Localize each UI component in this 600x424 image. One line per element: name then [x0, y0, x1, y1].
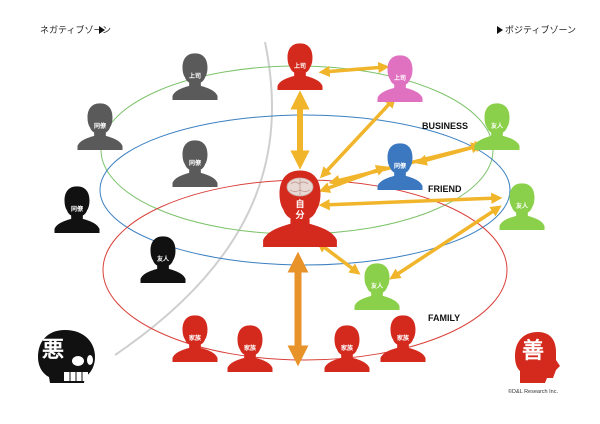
svg-text:上司: 上司 [394, 74, 406, 82]
negative-zone-label: ネガティブゾーン [40, 24, 111, 36]
self-label-top: 自 [295, 198, 304, 210]
svg-text:上司: 上司 [189, 72, 201, 80]
good-symbol: 善 [522, 338, 544, 364]
arrow-self-boss-pink [319, 96, 397, 179]
svg-text:家族: 家族 [397, 334, 410, 342]
negative-zone-arrow-icon [99, 26, 105, 34]
svg-text:家族: 家族 [341, 344, 354, 352]
arrow-friend-green-3-friend-green-2 [389, 205, 502, 280]
head-boss-pink: 上司 [377, 55, 423, 102]
good-head-icon: 善 [515, 332, 560, 383]
head-friend-green-2: 友人 [499, 183, 545, 230]
head-boss-gray: 上司 [172, 53, 218, 100]
head-boss-red: 上司 [277, 43, 323, 90]
head-colleague-gray-2: 同僚 [172, 140, 218, 187]
head-friend-black: 友人 [140, 236, 186, 283]
svg-text:同僚: 同僚 [189, 159, 202, 167]
positive-zone-arrow-icon [497, 26, 503, 34]
positive-zone-label: ポジティブゾーン [505, 24, 576, 36]
svg-text:家族: 家族 [244, 344, 257, 352]
head-colleague-blue: 同僚 [377, 143, 423, 190]
arrow-self-friend-green-2 [318, 192, 503, 211]
svg-text:同僚: 同僚 [94, 122, 107, 130]
svg-text:友人: 友人 [515, 202, 529, 210]
head-friend-green-3: 友人 [354, 263, 400, 310]
head-friend-green-1: 友人 [474, 103, 520, 150]
svg-text:友人: 友人 [156, 255, 170, 263]
friend-ring-label: FRIEND [428, 184, 462, 194]
head-family-3: 家族 [324, 325, 370, 372]
head-colleague-gray-1: 同僚 [77, 103, 123, 150]
svg-text:同僚: 同僚 [71, 205, 84, 213]
self-label-bottom: 分 [295, 209, 304, 221]
head-family-2: 家族 [227, 325, 273, 372]
family-ring-label: FAMILY [428, 313, 460, 323]
evil-symbol: 悪 [42, 338, 64, 363]
head-family-1: 家族 [172, 315, 218, 362]
brain-icon [286, 177, 314, 197]
head-colleague-black: 同僚 [54, 186, 100, 233]
zone-divider-curve [114, 41, 273, 356]
svg-text:同僚: 同僚 [394, 162, 407, 170]
arrow-boss-red-boss-pink [318, 61, 390, 78]
svg-text:友人: 友人 [370, 282, 384, 290]
svg-text:上司: 上司 [294, 62, 306, 70]
skull-icon: 悪 [38, 330, 95, 383]
svg-text:友人: 友人 [490, 122, 504, 130]
head-family-4: 家族 [380, 315, 426, 362]
business-ring-label: BUSINESS [422, 121, 468, 131]
copyright-credit: ©D&L Research Inc. [508, 388, 558, 395]
head-self: 自 分 [263, 170, 337, 247]
svg-text:家族: 家族 [189, 334, 202, 342]
arrow-self-friend-green-3 [316, 241, 361, 275]
